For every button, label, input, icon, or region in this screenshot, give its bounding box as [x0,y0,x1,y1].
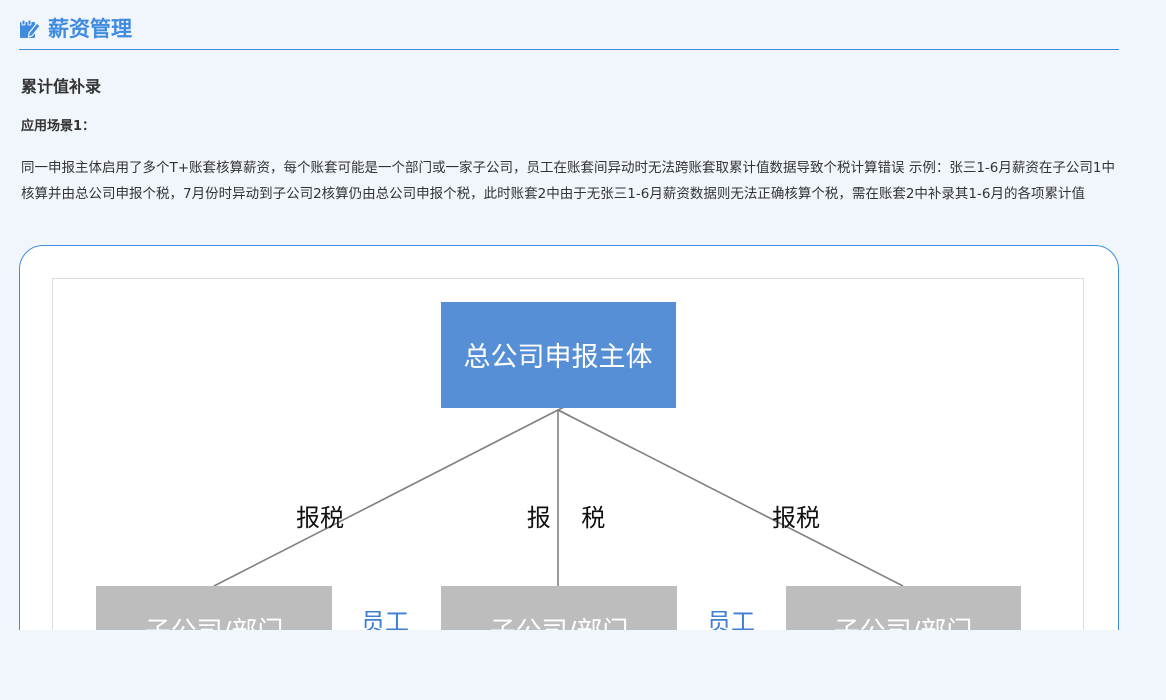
child-node-3-label: 子公司/部门 [834,617,973,630]
edge-right [557,409,904,587]
section-title: 累计值补录 [21,77,102,96]
between-label-1: 员工 [361,608,409,630]
child-node-3: 子公司/部门 [786,586,1021,630]
edge-label-right: 报税 [772,504,820,532]
top-node-label: 总公司申报主体 [464,342,653,373]
child-node-1-label: 子公司/部门 [145,617,284,630]
child-node-2: 子公司/部门 [441,586,677,630]
scenario-title: 应用场景1： [21,119,96,134]
edge-left [213,409,559,587]
edge-label-left: 报税 [296,504,344,532]
page-header: 薪资管理 [19,14,1119,50]
page-footer-space [0,630,1166,700]
figure-viewport: 总公司申报主体 报税 报 税 报税 子公司/部门 子公司/部门 子公司/部门 员… [19,245,1119,630]
child-node-1: 子公司/部门 [96,586,332,630]
edge-label-middle: 报 税 [527,504,606,532]
edit-note-icon [20,19,41,38]
page-title: 薪资管理 [48,17,132,41]
child-node-2-label: 子公司/部门 [490,617,629,630]
top-node: 总公司申报主体 [441,302,676,408]
scenario-description: 同一申报主体启用了多个T+账套核算薪资，每个账套可能是一个部门或一家子公司，员工… [21,160,1115,202]
org-tax-diagram: 总公司申报主体 报税 报 税 报税 子公司/部门 子公司/部门 子公司/部门 员… [96,302,1021,630]
between-label-2: 员工 [707,608,755,630]
